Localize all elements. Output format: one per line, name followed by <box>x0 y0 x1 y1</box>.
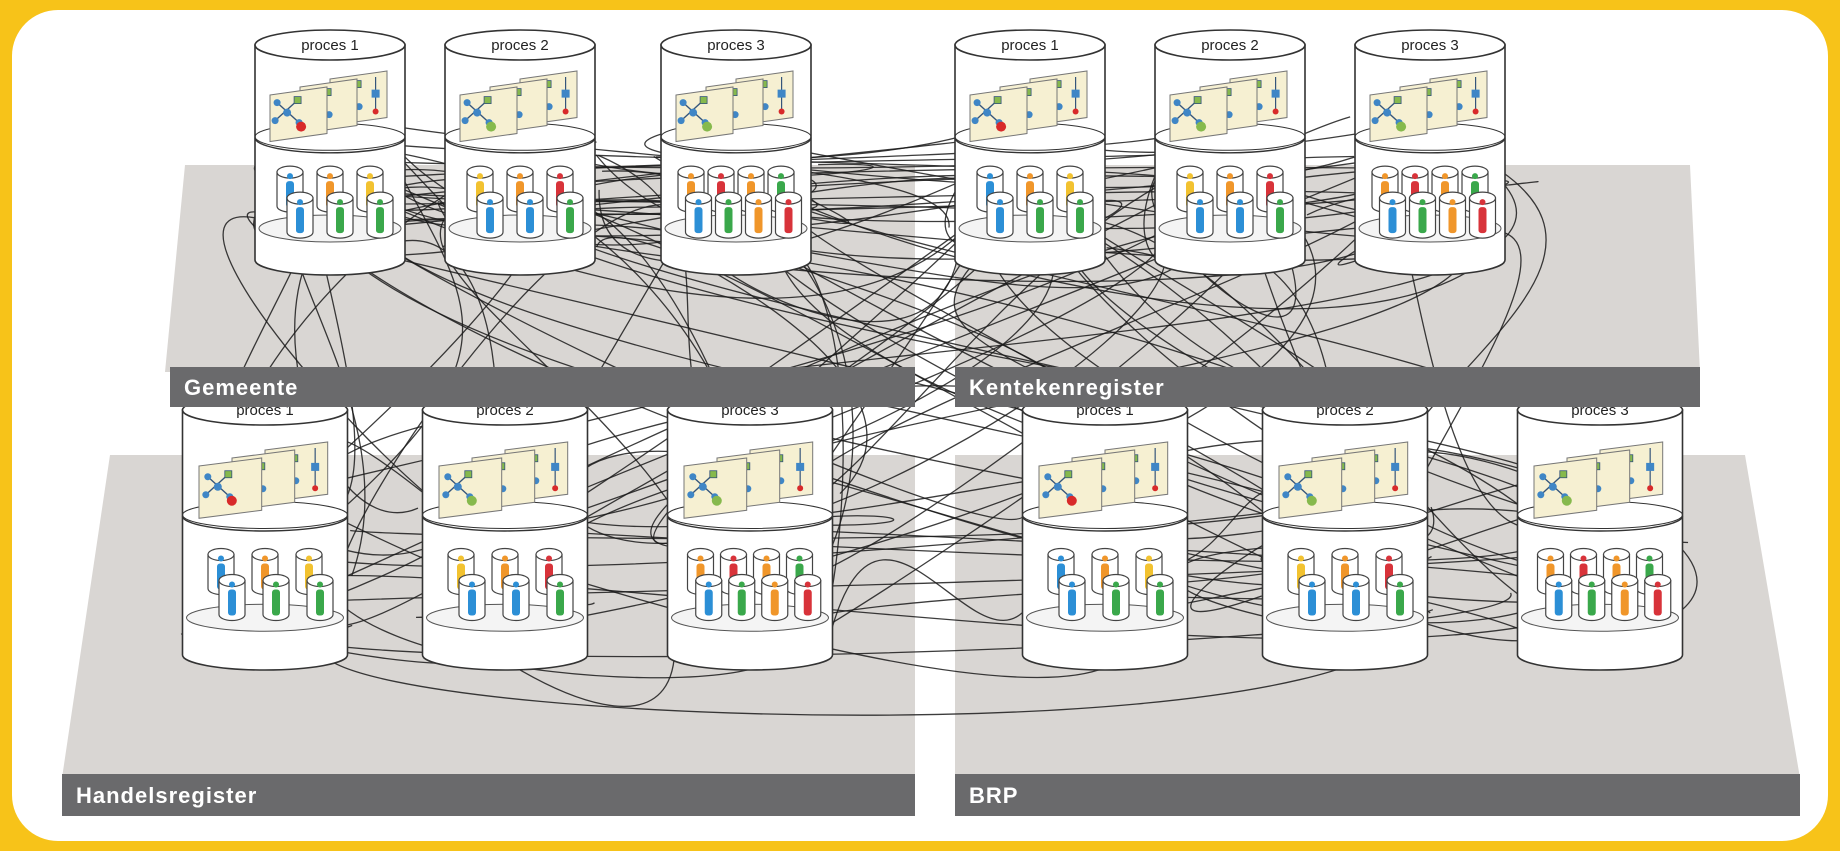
process-label: proces 3 <box>707 37 765 54</box>
region-label-brp: BRP <box>969 783 1018 808</box>
database-cluster <box>1536 547 1672 622</box>
process-label: proces 1 <box>301 37 359 54</box>
process-cylinder: proces 2 <box>1261 394 1429 671</box>
process-flow-icon <box>683 441 814 519</box>
process-cylinder: proces 1 <box>1021 394 1189 671</box>
process-flow-icon <box>675 70 794 143</box>
database-cluster <box>677 165 803 239</box>
connection-wire <box>339 203 668 576</box>
database-cluster <box>686 547 822 622</box>
process-cylinder: proces 2 <box>421 394 589 671</box>
process-cylinder: proces 2 <box>444 29 596 276</box>
region-label-bar <box>955 774 1800 816</box>
process-flow-icon <box>459 70 578 143</box>
database-cluster <box>1047 547 1174 622</box>
process-cylinder: proces 1 <box>181 394 349 671</box>
region-label-gemeente: Gemeente <box>184 375 298 400</box>
region-label-handelsregister: Handelsregister <box>76 783 257 808</box>
platform-kentekenregister <box>955 165 1700 372</box>
process-label: proces 1 <box>1001 37 1059 54</box>
process-flow-icon <box>969 70 1088 143</box>
process-cylinder: proces 3 <box>1516 394 1684 671</box>
connection-wire <box>1151 168 1297 318</box>
process-label: proces 3 <box>1401 37 1459 54</box>
process-cylinder: proces 3 <box>666 394 834 671</box>
process-cylinder: proces 2 <box>1154 29 1306 276</box>
database-cluster <box>207 547 334 622</box>
database-cluster <box>1176 165 1294 239</box>
process-cylinders: proces 1 proces 2 proces 3 proces 1 proces 2… <box>181 29 1684 671</box>
connection-wire <box>507 218 1055 530</box>
database-cluster <box>1287 547 1414 622</box>
connection-wire <box>557 245 1166 545</box>
region-label-bar <box>62 774 915 816</box>
database-cluster <box>976 165 1094 239</box>
process-cylinder: proces 1 <box>254 29 406 276</box>
database-cluster <box>276 165 394 239</box>
process-label: proces 2 <box>491 37 549 54</box>
process-flow-icon <box>1533 441 1664 519</box>
region-label-bar <box>170 367 915 407</box>
process-flow-icon <box>269 70 388 143</box>
database-cluster <box>466 165 584 239</box>
process-cylinder: proces 1 <box>954 29 1106 276</box>
process-flow-icon <box>1369 70 1488 143</box>
process-flow-icon <box>1278 441 1409 519</box>
process-flow-icon <box>198 441 329 519</box>
process-cylinder: proces 3 <box>660 29 812 276</box>
region-label-kentekenregister: Kentekenregister <box>969 375 1165 400</box>
process-flow-icon <box>438 441 569 519</box>
process-cylinder: proces 3 <box>1354 29 1506 276</box>
region-label-bar <box>955 367 1700 407</box>
process-label: proces 2 <box>1201 37 1259 54</box>
database-cluster <box>1371 165 1497 239</box>
database-cluster <box>447 547 574 622</box>
process-flow-icon <box>1038 441 1169 519</box>
process-flow-icon <box>1169 70 1288 143</box>
